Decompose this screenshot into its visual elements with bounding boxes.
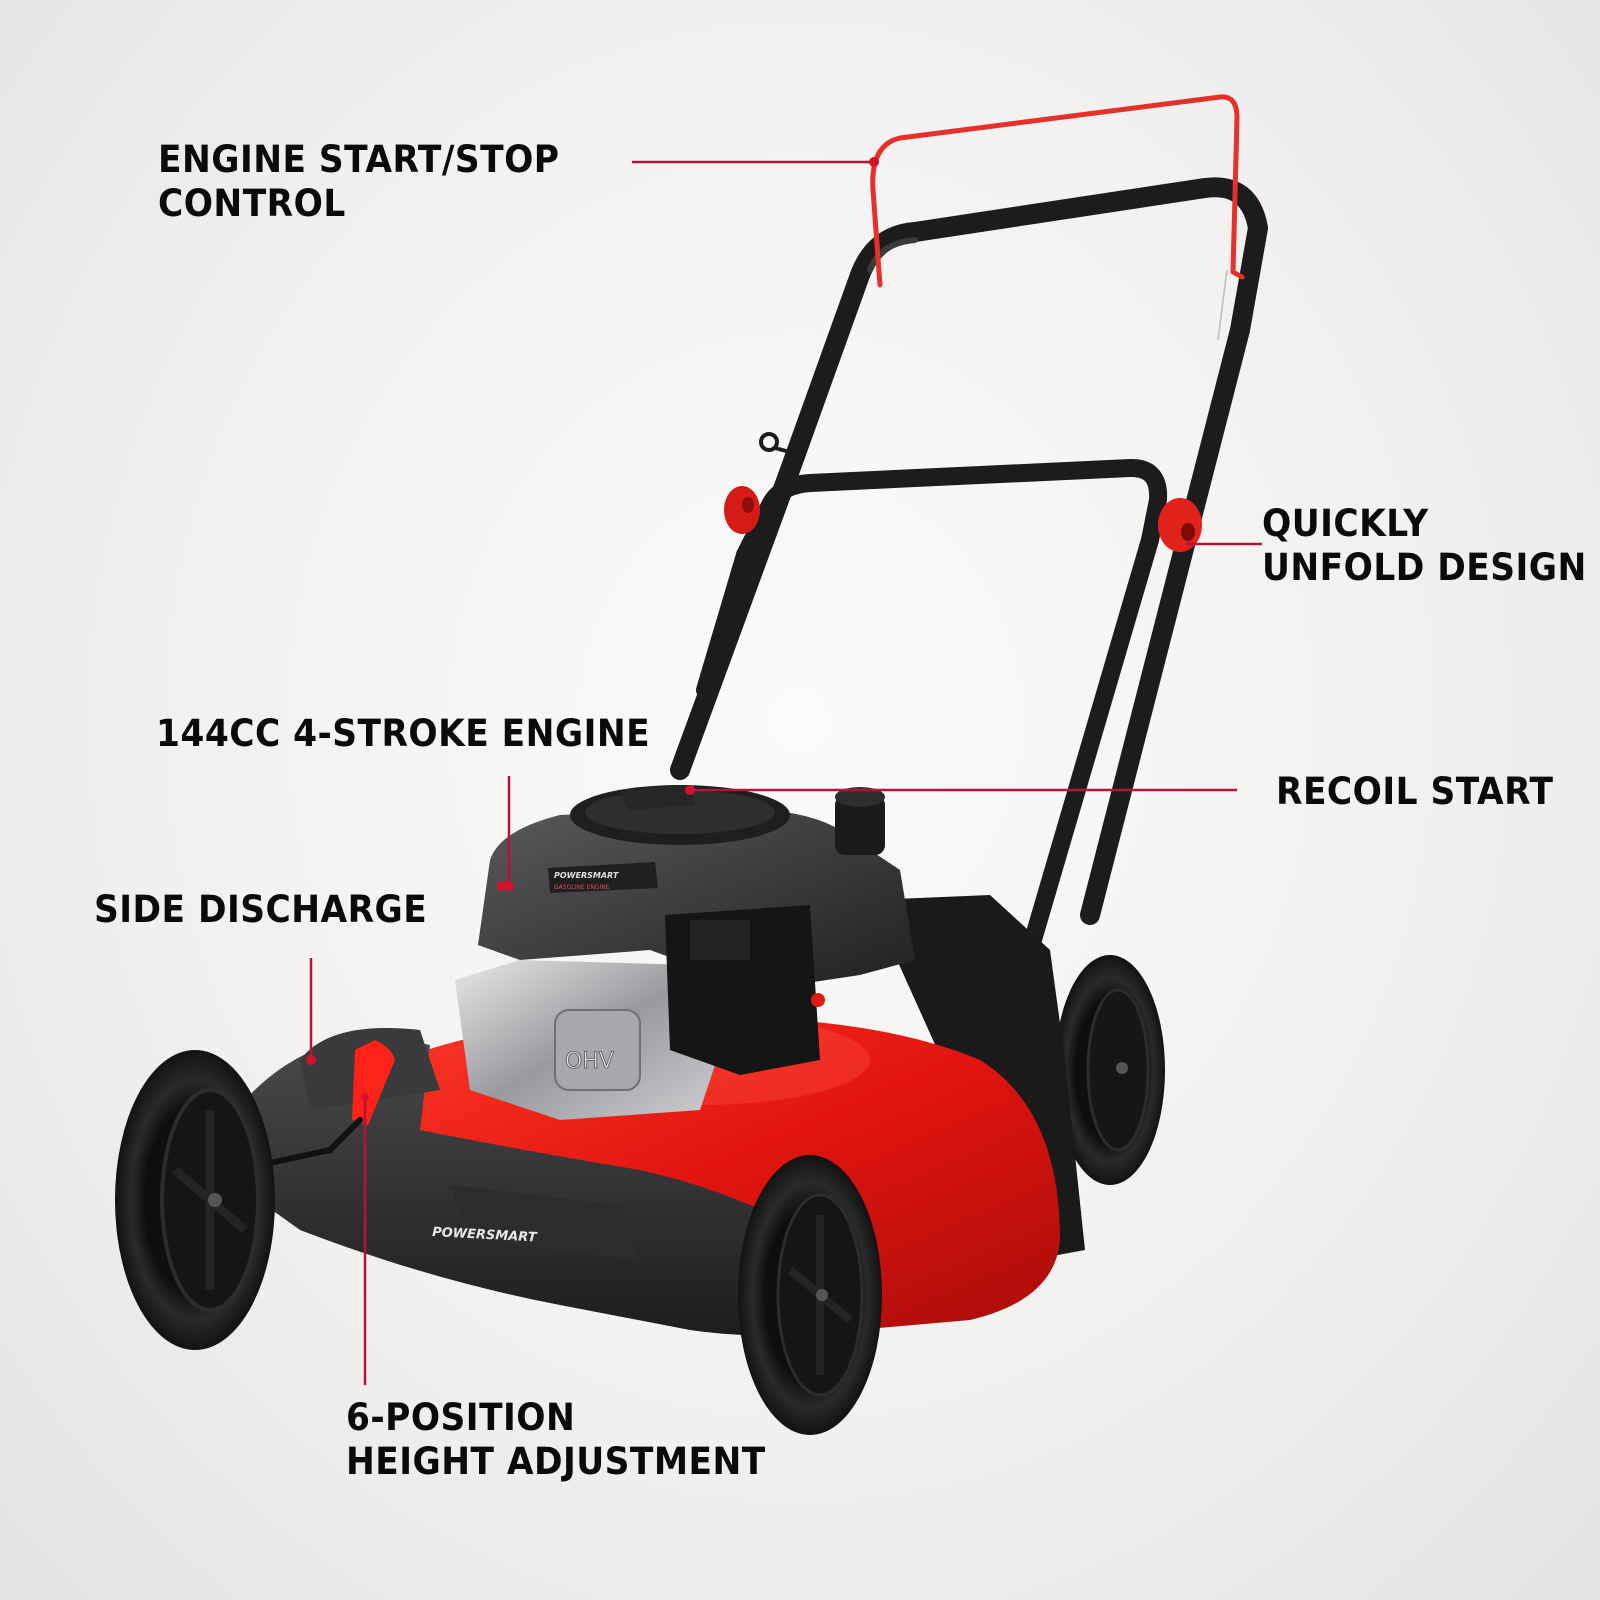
label-line: QUICKLY	[1262, 502, 1429, 545]
rear-right-wheel	[1055, 955, 1165, 1185]
label-line: UNFOLD DESIGN	[1262, 546, 1587, 589]
callout-dot-engine-start-stop	[869, 157, 879, 167]
callout-dot-recoil-start	[685, 785, 695, 795]
callout-label-quick-unfold: QUICKLY UNFOLD DESIGN	[1262, 502, 1587, 590]
handle-upper	[670, 177, 1268, 925]
callout-label-height-adjust: 6-POSITION HEIGHT ADJUSTMENT	[346, 1396, 766, 1484]
engine: OHV POWERSMART GASOLINE ENGINE	[455, 785, 915, 1120]
callout-label-engine: 144CC 4-STROKE ENGINE	[156, 712, 650, 756]
engine-control-bail	[870, 94, 1245, 288]
callout-label-engine-start-stop: ENGINE START/STOP CONTROL	[158, 138, 559, 226]
callout-dot-side-discharge	[306, 1055, 316, 1065]
label-line: CONTROL	[158, 182, 346, 225]
label-line: 6-POSITION	[346, 1396, 576, 1439]
front-left-wheel	[115, 1050, 275, 1350]
ohv-mark: OHV	[565, 1049, 614, 1074]
engine-brand-logo: POWERSMART	[554, 871, 619, 880]
callout-label-recoil-start: RECOIL START	[1276, 770, 1553, 814]
callout-dot-engine	[504, 881, 514, 891]
label-line: HEIGHT ADJUSTMENT	[346, 1440, 766, 1483]
engine-plate-subtitle: GASOLINE ENGINE	[554, 884, 610, 891]
handle-lower	[696, 459, 1168, 959]
height-adjust-lever	[352, 1040, 395, 1125]
label-line: ENGINE START/STOP	[158, 138, 560, 181]
unfold-knob-left	[724, 486, 760, 534]
handle-clip	[759, 432, 791, 454]
unfold-knob-right	[1158, 498, 1202, 552]
front-right-wheel	[738, 1155, 882, 1435]
label-line: 144CC 4-STROKE ENGINE	[156, 712, 651, 755]
deck-brand-logo: POWERSMART	[432, 1225, 538, 1246]
callout-label-side-discharge: SIDE DISCHARGE	[94, 888, 427, 932]
label-line: RECOIL START	[1276, 770, 1554, 813]
label-line: SIDE DISCHARGE	[94, 888, 428, 931]
callout-dot-height-adjust	[361, 1093, 369, 1101]
